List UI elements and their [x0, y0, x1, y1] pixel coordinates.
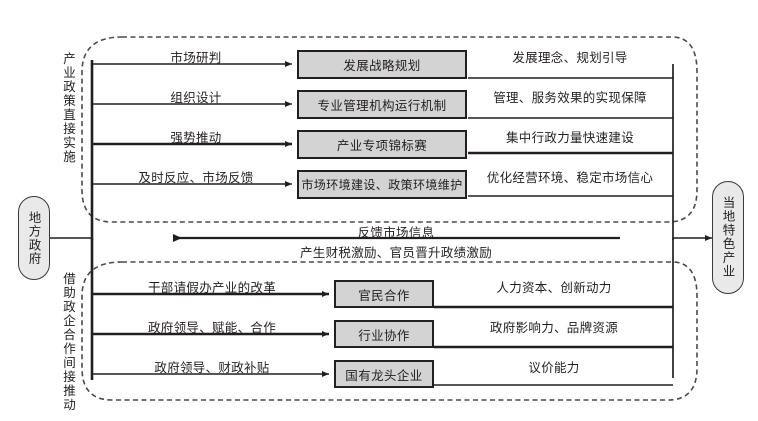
edge-label-in-5: 干部请假办产业的改革 [147, 281, 277, 295]
feedback-label-top: 反馈市场信息 [357, 226, 435, 240]
edge-label-in-7: 政府领导、财政补贴 [154, 361, 270, 375]
actor-local-specialty-industry-label: 当地特色产业 [720, 196, 735, 279]
node-professional-management-mechanism[interactable]: 专业管理机构运行机制 [297, 90, 467, 119]
actor-local-government[interactable]: 地方政府 [18, 196, 50, 280]
edge-label-out-6: 政府影响力、品牌资源 [489, 321, 619, 335]
edge-label-in-6: 政府领导、赋能、合作 [147, 321, 277, 335]
edge-label-in-4: 及时反应、市场反馈 [138, 171, 254, 185]
node-label: 行业协作 [358, 328, 410, 343]
section-label-indirect: 借助政企合作间接推动 [61, 272, 75, 412]
edge-label-out-2: 管理、服务效果的实现保障 [493, 91, 647, 105]
edge-label-in-1: 市场研判 [170, 51, 222, 65]
edge-label-in-2: 组织设计 [170, 91, 222, 105]
node-label: 国有龙头企业 [345, 368, 423, 383]
node-label: 发展战略规划 [343, 59, 421, 73]
edge-label-in-3: 强势推动 [170, 131, 222, 145]
node-industry-collaboration[interactable]: 行业协作 [334, 320, 434, 348]
edge-label-out-5: 人力资本、创新动力 [496, 281, 612, 295]
indirect-section-boundary [81, 261, 698, 401]
node-market-policy-environment[interactable]: 市场环境建设、政策环境维护 [297, 170, 467, 199]
node-development-strategy-planning[interactable]: 发展战略规划 [297, 50, 467, 79]
direct-section-boundary [81, 36, 698, 223]
edge-label-out-4: 优化经营环境、稳定市场信心 [486, 171, 654, 185]
feedback-label-bottom: 产生财税激励、官员晋升政绩激励 [299, 246, 493, 260]
node-label: 产业专项锦标赛 [336, 139, 428, 153]
node-label: 市场环境建设、政策环境维护 [301, 178, 463, 192]
edge-label-out-3: 集中行政力量快速建设 [505, 131, 635, 145]
node-state-owned-leading-enterprise[interactable]: 国有龙头企业 [334, 360, 434, 388]
actor-local-specialty-industry[interactable]: 当地特色产业 [712, 181, 744, 294]
node-label: 官民合作 [358, 288, 410, 303]
edge-label-out-1: 发展理念、规划引导 [512, 51, 628, 65]
node-label: 专业管理机构运行机制 [317, 99, 447, 113]
section-label-direct: 产业政策直接实施 [61, 52, 75, 164]
node-industry-special-tournament[interactable]: 产业专项锦标赛 [297, 130, 467, 159]
actor-local-government-label: 地方政府 [26, 210, 41, 266]
node-government-public-cooperation[interactable]: 官民合作 [334, 280, 434, 308]
edge-label-out-7: 议价能力 [528, 361, 580, 375]
